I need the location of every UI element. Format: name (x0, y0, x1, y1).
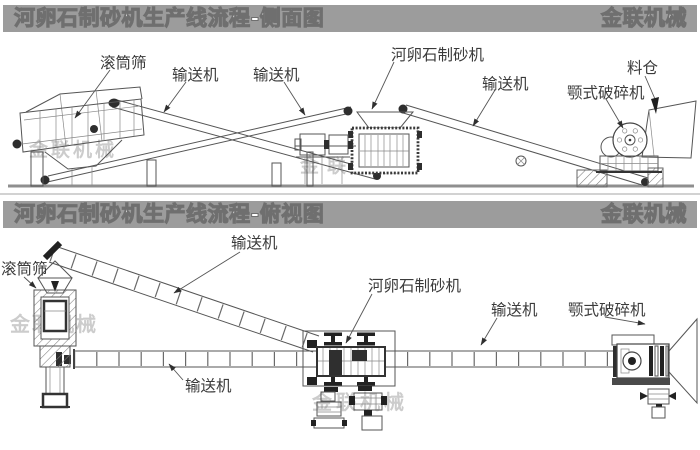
conveyor-belt-1 (108, 98, 381, 180)
label-conveyor: 输送机 (253, 66, 300, 84)
top-view-labels: 输送机 滚筒筛 河卵石制砂机 输送机 颚式破碎机 输送机 (1, 234, 646, 395)
label-drum-screen: 滚筒筛 (1, 260, 48, 278)
side-view-title: 河卵石制砂机生产线流程-侧面图 (13, 6, 325, 31)
head-pulley (108, 98, 120, 108)
motor (328, 134, 349, 155)
label-conveyor: 输送机 (491, 301, 538, 319)
label-conveyor: 输送机 (185, 377, 232, 395)
label-hopper: 料仓 (627, 59, 659, 77)
label-sand-maker: 河卵石制砂机 (368, 277, 462, 295)
label-sand-maker: 河卵石制砂机 (391, 46, 485, 64)
sand-maker-drawing-side (294, 111, 422, 184)
support-roller (515, 155, 527, 167)
crusher-motor (640, 388, 676, 419)
feed-arrow (51, 281, 59, 292)
side-view-header-bar: 河卵石制砂机生产线流程-侧面图 金联机械 (3, 5, 697, 32)
sand-maker-drawing-top (302, 330, 396, 431)
support-column (306, 151, 314, 187)
conveyor-belt-diagonal-top (42, 240, 320, 353)
drum-screen-drawing-top (33, 260, 77, 409)
motor (311, 387, 347, 429)
drum-screen-drawing-side (12, 86, 145, 187)
label-conveyor: 输送机 (482, 75, 529, 93)
side-view-labels: 滚筒筛 输送机 输送机 河卵石制砂机 输送机 颚式破碎机 料仓 (74, 46, 659, 129)
tail-pulley (40, 175, 50, 185)
foundation-block (576, 169, 608, 188)
label-conveyor: 输送机 (172, 66, 219, 84)
jaw-crusher-drawing-top (611, 317, 698, 419)
tail-pulley (641, 178, 649, 186)
top-view-diagram: 金联机械 金联机械 (1, 234, 698, 431)
feed-hopper-side (641, 100, 697, 159)
top-view-title: 河卵石制砂机生产线流程-俯视图 (13, 202, 325, 227)
brand-logo-top: 金联机械 (601, 202, 688, 227)
side-view-diagram: 金联机械 金联机械 (0, 46, 700, 195)
top-view-header-bar: 河卵石制砂机生产线流程-俯视图 金联机械 (3, 201, 697, 228)
tail-pulley (373, 172, 381, 180)
motor (349, 386, 387, 431)
conveyor-belt-3 (398, 104, 649, 186)
head-pulley (398, 104, 408, 114)
head-pulley (343, 106, 353, 116)
brand-logo-side: 金联机械 (601, 6, 688, 31)
support-column (146, 159, 157, 187)
head-pulley (42, 240, 63, 261)
label-jaw-crusher: 颚式破碎机 (568, 301, 646, 319)
label-conveyor: 输送机 (231, 234, 278, 252)
feed-hopper-top (668, 317, 698, 405)
hopper-arrow (651, 97, 659, 114)
support-column (271, 162, 282, 187)
label-jaw-crusher: 颚式破碎机 (567, 84, 645, 102)
label-drum-screen: 滚筒筛 (100, 54, 147, 72)
jaw-crusher-drawing-side (576, 100, 697, 188)
